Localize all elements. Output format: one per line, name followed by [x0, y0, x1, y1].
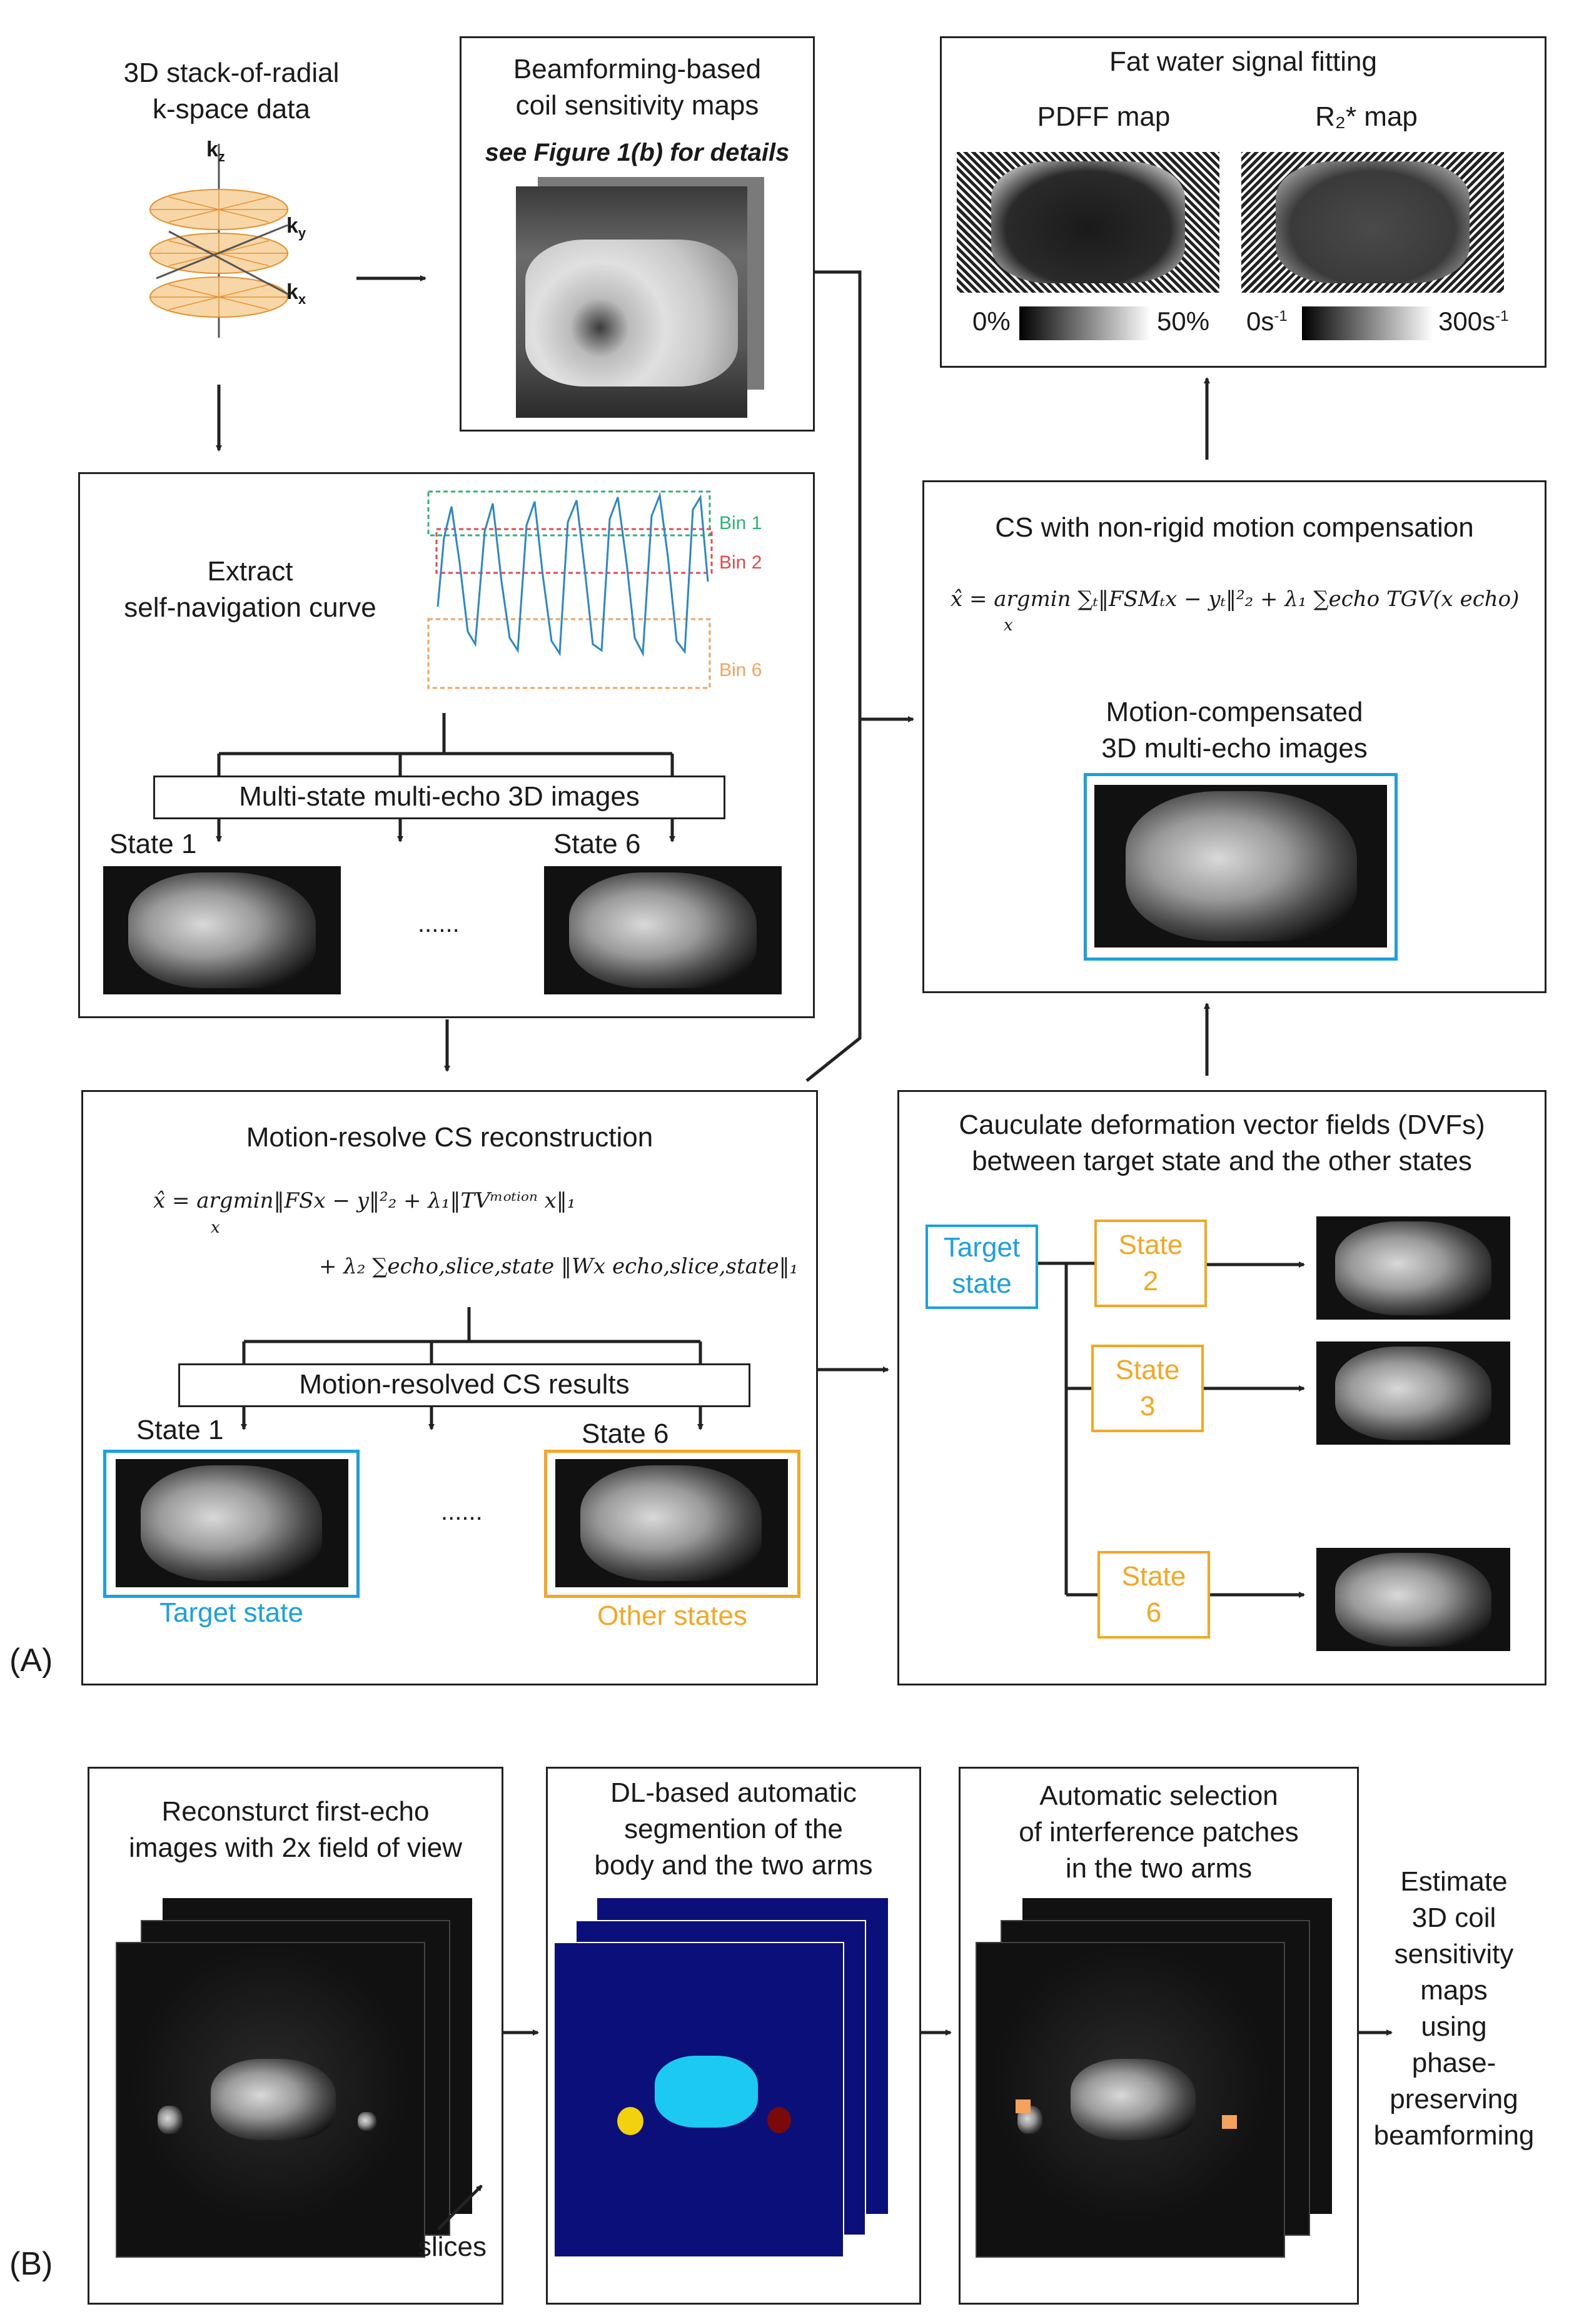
r2-map: [1241, 152, 1504, 293]
dvf-image-state6: [1316, 1548, 1510, 1651]
motion-resolved-bar: Motion-resolved CS results: [178, 1363, 750, 1407]
multi-state-bar: Multi-state multi-echo 3D images: [153, 776, 725, 819]
seg-right-arm: [767, 2107, 791, 2133]
coil-maps-note: see Figure 1(b) for details: [485, 139, 790, 166]
dvf-title: Cauculate deformation vector fields (DVF…: [959, 1109, 1485, 1176]
coil-map-image: [516, 186, 747, 418]
step3-image: [976, 1942, 1285, 2258]
fat-water-title: Fat water signal fitting: [1109, 46, 1377, 77]
pdff-label: PDFF map: [1037, 101, 1171, 132]
coil-maps-title: Beamforming-based coil sensitivity maps: [513, 54, 762, 121]
target-state-frame: [103, 1450, 360, 1598]
cs-motion-argmin-sub: x: [1004, 616, 1013, 635]
motion-compensated-image: [1094, 785, 1387, 947]
kspace-disks-icon: [149, 144, 288, 338]
motion-compensated-frame: [1084, 773, 1398, 961]
motion-resolve-title: Motion-resolve CS reconstruction: [246, 1122, 653, 1153]
other-states-label: Other states: [597, 1600, 747, 1631]
state1-image: [103, 866, 341, 994]
self-nav-title: Extract self-navigation curve: [124, 556, 376, 623]
step2-text: DL-based automatic segmention of the bod…: [594, 1777, 873, 1881]
kx-label: kx: [286, 280, 306, 307]
kz-label: kz: [206, 138, 225, 164]
r2-max-label: 300s-1: [1438, 306, 1509, 336]
other-state-image: [555, 1459, 788, 1587]
state6-image: [544, 866, 782, 994]
cs-motion-equation: x̂ = argmin ∑ₜ‖FSMₜx − yₜ‖²₂ + λ₁ ∑echo …: [951, 587, 1520, 612]
motion-resolve-eq2: + λ₂ ∑echo,slice,state ‖Wx echo,slice,st…: [319, 1254, 799, 1279]
motion-resolve-argmin-sub: x: [211, 1218, 220, 1237]
pdff-colorbar: [1019, 306, 1151, 340]
panel-a-label: (A): [9, 1642, 53, 1679]
step3-text: Automatic selection of interference patc…: [1019, 1781, 1299, 1884]
mr-ellipsis: ......: [441, 1498, 483, 1525]
panel-b-label: (B): [9, 2246, 53, 2282]
slices-label: slices: [418, 2231, 487, 2262]
motion-resolve-eq1: x̂ = argmin‖FSx − y‖²₂ + λ₁‖TVᵐᵒᵗⁱᵒⁿ x‖₁: [153, 1188, 576, 1213]
state3-box: State 3: [1091, 1345, 1204, 1432]
bin2-label: Bin 2: [719, 552, 762, 573]
step4-text: Estimate 3D coil sensitivity maps using …: [1373, 1866, 1535, 2151]
cs-motion-result-title: Motion-compensated 3D multi-echo images: [1101, 697, 1368, 764]
ky-label: ky: [286, 214, 306, 241]
dvf-image-state3: [1316, 1341, 1510, 1445]
right-patch: [1222, 2115, 1237, 2129]
mr-state1-label: State 1: [136, 1415, 224, 1445]
pdff-min-label: 0%: [972, 306, 1011, 336]
pdff-map: [957, 152, 1219, 293]
r2-label: R₂* map: [1315, 101, 1418, 132]
state1-label: State 1: [109, 829, 197, 859]
dvf-image-state2: [1316, 1216, 1510, 1320]
step1-text: Reconsturct first-echo images with 2x fi…: [128, 1796, 463, 1863]
target-state-label: Target state: [159, 1597, 303, 1628]
left-patch: [1016, 2099, 1031, 2113]
self-nav-plot: [425, 488, 800, 694]
target-state-image: [116, 1459, 348, 1587]
seg-left-arm: [617, 2107, 643, 2135]
bin6-label: Bin 6: [719, 660, 762, 680]
ellipsis: ......: [418, 910, 460, 937]
kspace-diagram: [144, 138, 331, 344]
seg-body: [655, 2056, 758, 2128]
mr-state6-label: State 6: [582, 1418, 669, 1449]
bin1-label: Bin 1: [719, 513, 762, 533]
state2-box: State 2: [1094, 1220, 1207, 1307]
r2-colorbar: [1302, 306, 1433, 340]
segmentation-image: [553, 1942, 844, 2258]
pdff-max-label: 50%: [1157, 306, 1210, 336]
r2-min-label: 0s-1: [1246, 306, 1288, 336]
state6-box: State 6: [1097, 1551, 1210, 1639]
state6-label: State 6: [553, 829, 641, 859]
cs-motion-title: CS with non-rigid motion compensation: [995, 512, 1474, 543]
step1-image: [116, 1942, 425, 2258]
other-states-frame: [544, 1450, 800, 1598]
target-state-box: Target state: [926, 1225, 1038, 1309]
navigation-curve: [427, 490, 713, 689]
kspace-title: 3D stack-of-radial k-space data: [123, 58, 340, 124]
